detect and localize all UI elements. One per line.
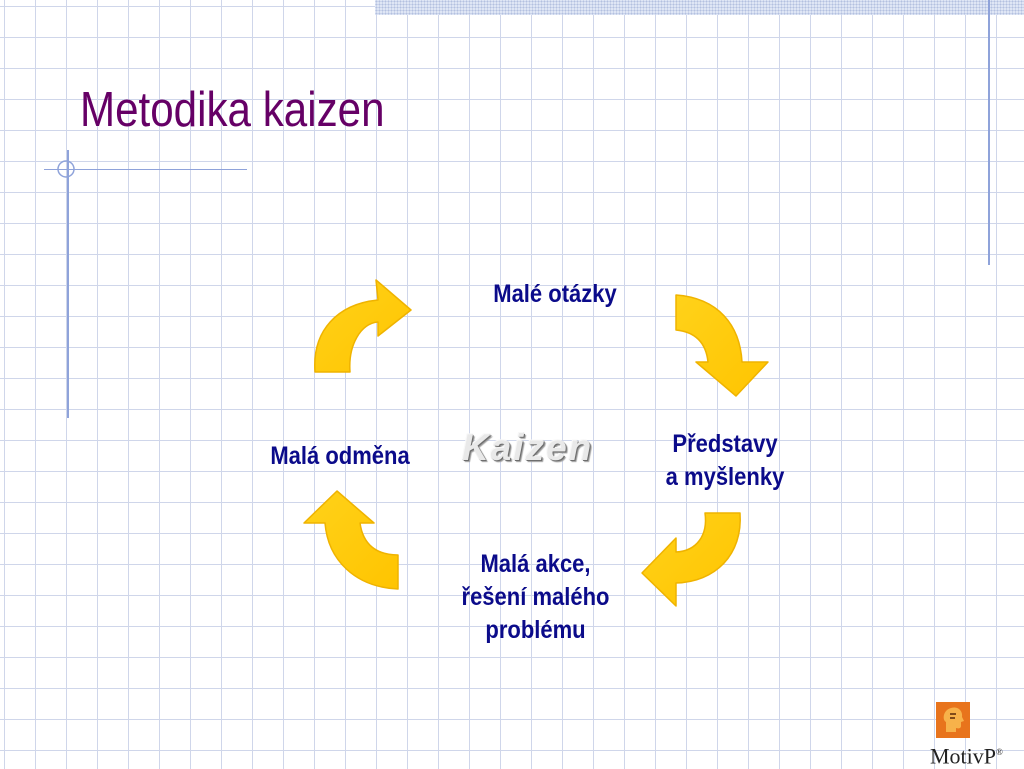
step-line: Malá akce, (480, 550, 591, 578)
top-decorative-band (375, 0, 1024, 15)
step-line: Představy (672, 430, 778, 458)
motivp-logo-text: MotivP® (930, 743, 1003, 769)
step-line: řešení malého (461, 583, 610, 611)
step-line: problému (485, 616, 586, 644)
cycle-step-top-label: Malé otázky (467, 278, 643, 311)
right-vertical-rule (988, 0, 990, 265)
kaizen-center-text: Kaizen (462, 427, 594, 468)
motivp-logo: MotivP® (930, 702, 1020, 769)
step-line: Malé otázky (493, 280, 617, 308)
circle-ornament-icon (57, 160, 75, 178)
step-line: a myšlenky (665, 463, 785, 491)
title-underline-rule (44, 169, 247, 170)
cycle-arrow-bottom-right (641, 512, 741, 607)
slide-title: Metodika kaizen (80, 83, 385, 137)
cycle-arrow-bottom-left (303, 490, 399, 590)
left-vertical-rule (67, 150, 69, 418)
head-profile-logo-icon (936, 702, 970, 738)
cycle-arrow-top-right (675, 294, 769, 397)
cycle-step-bottom-label: Malá akce, řešení malého problému (441, 548, 630, 647)
cycle-arrow-top-left (314, 279, 412, 373)
cycle-step-right-label: Představy a myšlenky (637, 428, 813, 494)
cycle-step-left-label: Malá odměna (252, 440, 428, 473)
step-line: Malá odměna (270, 442, 410, 470)
